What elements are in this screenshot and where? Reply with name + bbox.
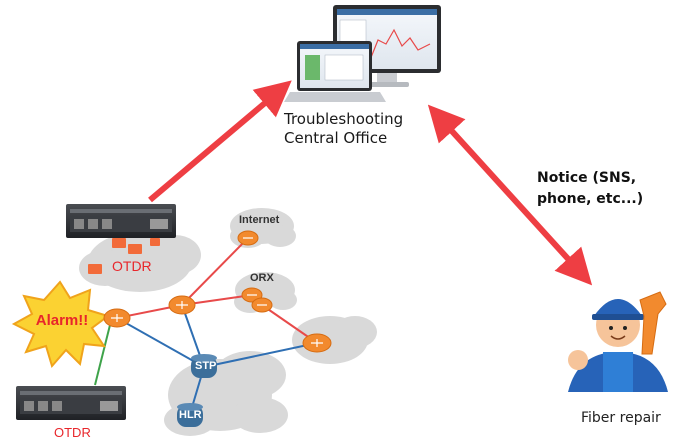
otdr-rack-top-icon bbox=[66, 204, 176, 238]
otdr-bottom-label: OTDR bbox=[54, 425, 91, 440]
alarm-label: Alarm!! bbox=[35, 312, 89, 329]
stp-node-icon bbox=[191, 354, 217, 378]
hlr-label: HLR bbox=[179, 409, 202, 421]
office-label-line2: Central Office bbox=[284, 129, 388, 147]
alarm-burst bbox=[11, 280, 111, 369]
fiber-repair-label: Fiber repair bbox=[581, 410, 661, 426]
notice-label-line1: Notice (SNS, bbox=[537, 170, 637, 186]
notice-label-line2: phone, etc...) bbox=[537, 191, 644, 207]
otdr-top-label: OTDR bbox=[112, 258, 152, 274]
arrow-to-office bbox=[148, 80, 292, 203]
office-label-line1: Troubleshooting bbox=[284, 110, 404, 128]
otdr-rack-bottom-icon bbox=[16, 386, 126, 420]
arrow-office-fiber bbox=[427, 104, 593, 286]
stp-label: STP bbox=[195, 360, 217, 372]
hlr-node-icon bbox=[177, 403, 203, 427]
orx-label: ORX bbox=[250, 272, 274, 284]
link-stp-right bbox=[203, 342, 318, 368]
fiber-repair-worker-icon bbox=[568, 291, 668, 392]
internet-label: Internet bbox=[239, 214, 280, 226]
link-r2-internet bbox=[181, 237, 249, 306]
laptop-icon bbox=[284, 41, 386, 102]
router-glyph-icon bbox=[111, 237, 323, 347]
office-label: Troubleshooting Central Office bbox=[284, 110, 434, 148]
link-otdr-r1 bbox=[94, 324, 111, 386]
link-r1-stp bbox=[116, 317, 205, 368]
otdr-modules-icon bbox=[88, 238, 160, 274]
notice-label: Notice (SNS, phone, etc...) bbox=[537, 168, 643, 210]
